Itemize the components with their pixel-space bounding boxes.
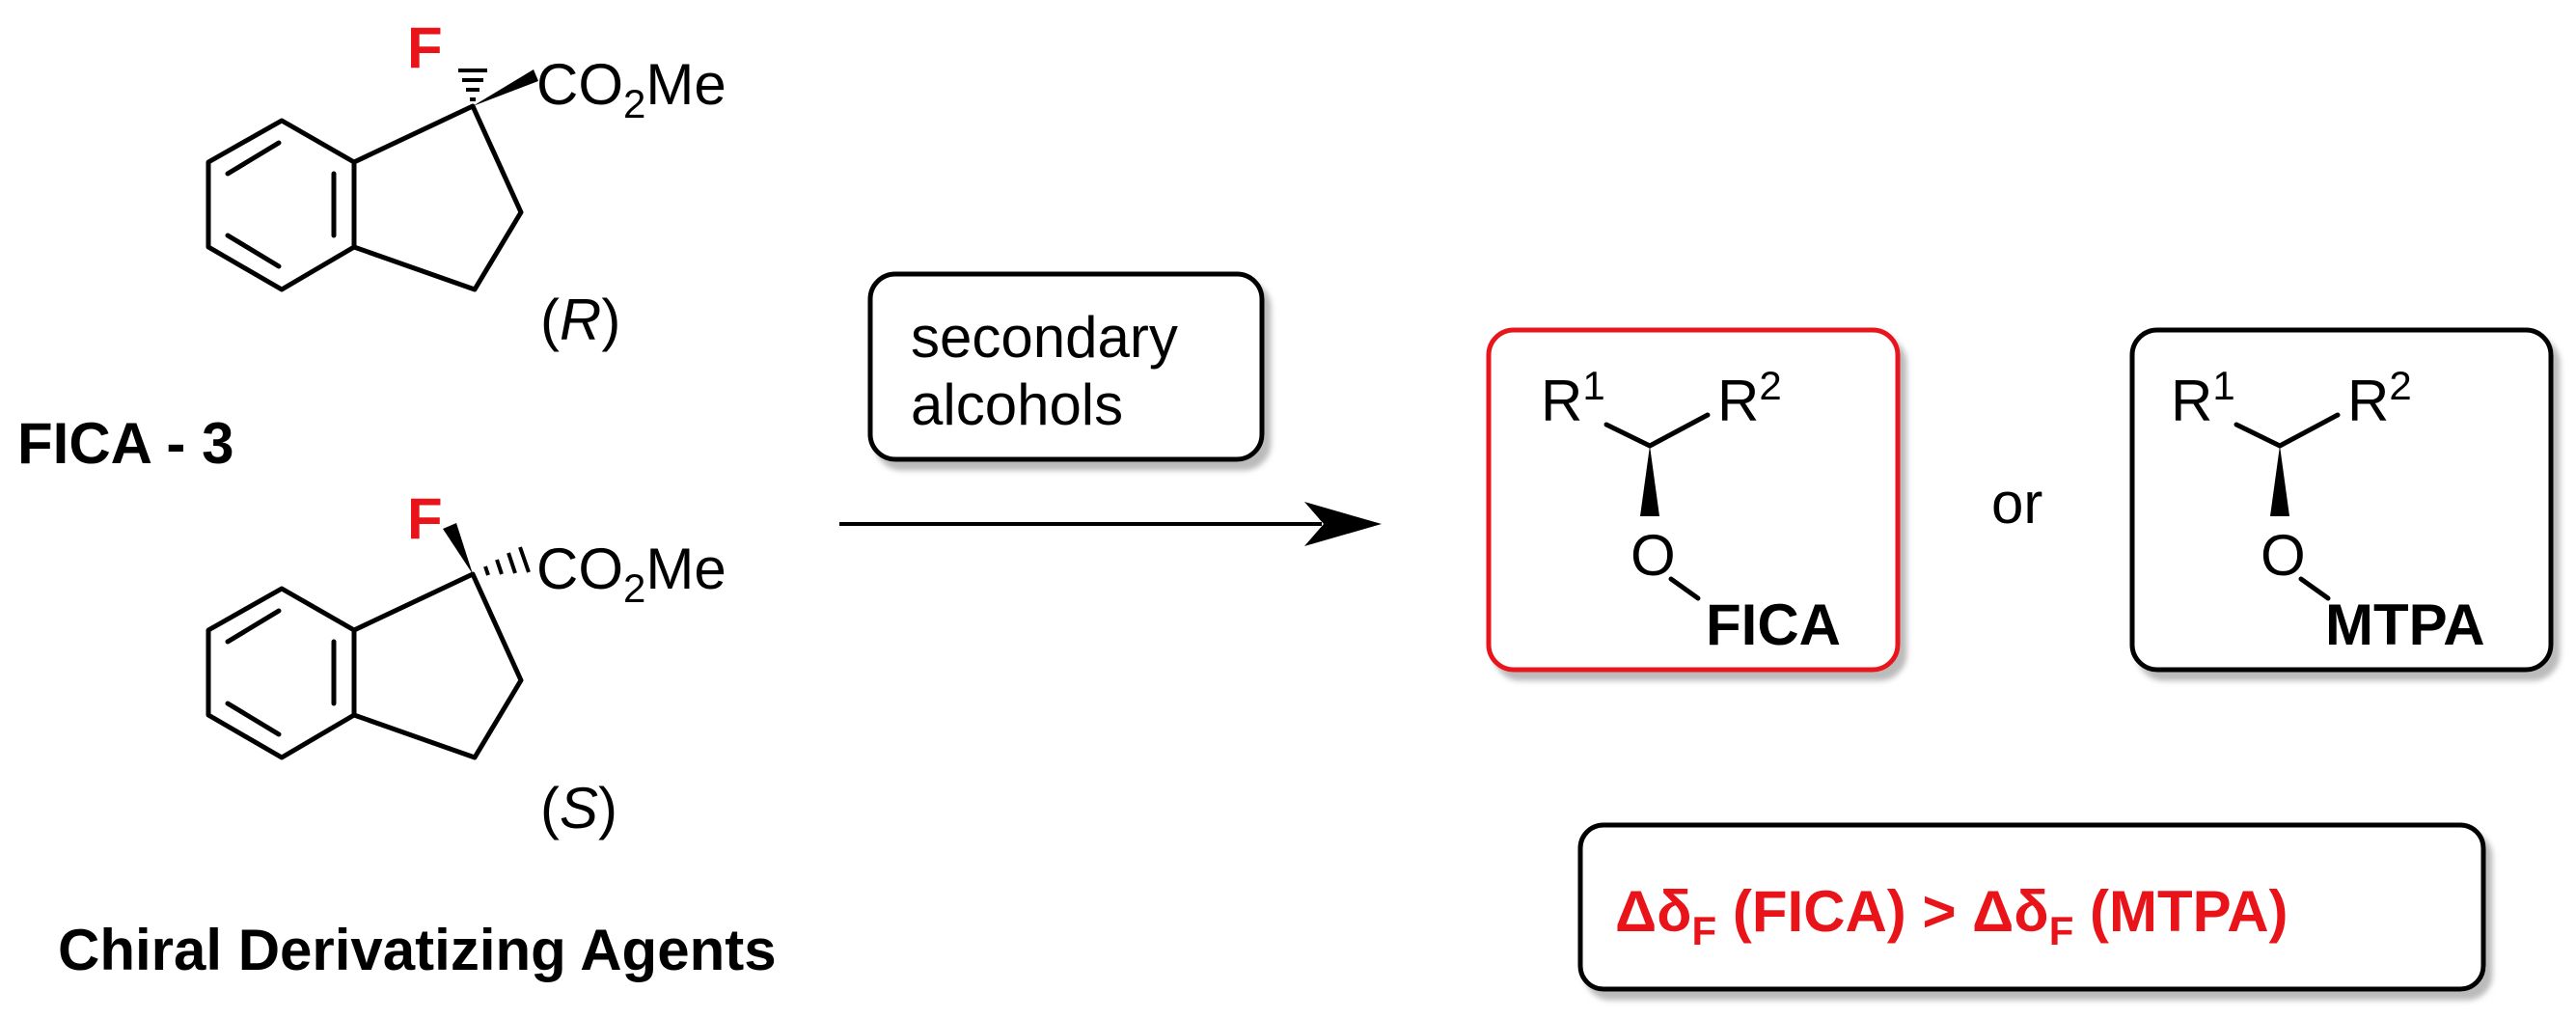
benzene-ring-s bbox=[206, 586, 357, 760]
fica-group-label: FICA bbox=[1706, 592, 1841, 657]
r2-label-mtpa: R2 bbox=[2347, 363, 2412, 433]
reagent-line-2: alcohols bbox=[911, 372, 1123, 437]
fluorine-wedge-bond-s bbox=[443, 523, 473, 574]
oxygen-label-mtpa: O bbox=[2261, 523, 2306, 588]
agent-name-label: FICA - 3 bbox=[17, 411, 233, 476]
reaction-arrow bbox=[839, 502, 1382, 546]
oxygen-label-fica: O bbox=[1631, 523, 1676, 588]
agents-caption: Chiral Derivatizing Agents bbox=[58, 918, 777, 982]
mtpa-group-label: MTPA bbox=[2325, 592, 2485, 657]
fluorine-hashed-bond-r bbox=[458, 69, 487, 101]
fluorine-label-r: F bbox=[407, 15, 443, 80]
ester-label-s: CO2Me bbox=[536, 537, 726, 611]
fica-3-s-isomer: F CO2Me (S) bbox=[206, 486, 726, 840]
fica-3-r-isomer: F CO2Me (R) bbox=[206, 15, 726, 352]
r1-label-mtpa: R1 bbox=[2171, 363, 2235, 433]
ester-label-r: CO2Me bbox=[536, 52, 726, 126]
config-label-r: (R) bbox=[540, 288, 620, 352]
or-label: or bbox=[1991, 471, 2042, 536]
comparison-text: ΔδF (FICA) > ΔδF (MTPA) bbox=[1615, 879, 2288, 953]
fluorine-label-s: F bbox=[407, 486, 443, 551]
comparison-box: ΔδF (FICA) > ΔδF (MTPA) bbox=[1577, 822, 2486, 992]
ester-hashed-bond-s bbox=[483, 546, 531, 576]
mtpa-ester-product: R1 R2 O MTPA bbox=[2129, 327, 2554, 673]
reagent-line-1: secondary bbox=[911, 305, 1178, 370]
oxygen-wedge-bond-fica bbox=[1640, 446, 1659, 516]
benzene-ring-r bbox=[206, 118, 357, 292]
cyclopentane-ring-r bbox=[351, 103, 524, 292]
cyclopentane-ring-s bbox=[351, 571, 524, 760]
r2-label-fica: R2 bbox=[1717, 363, 1782, 433]
r1-label-fica: R1 bbox=[1541, 363, 1605, 433]
fica-ester-product: R1 R2 O FICA bbox=[1486, 327, 1901, 673]
config-label-s: (S) bbox=[540, 776, 617, 840]
ester-wedge-bond-r bbox=[473, 69, 538, 106]
reagent-box: secondary alcohols bbox=[867, 271, 1265, 462]
oxygen-wedge-bond-mtpa bbox=[2270, 446, 2289, 516]
